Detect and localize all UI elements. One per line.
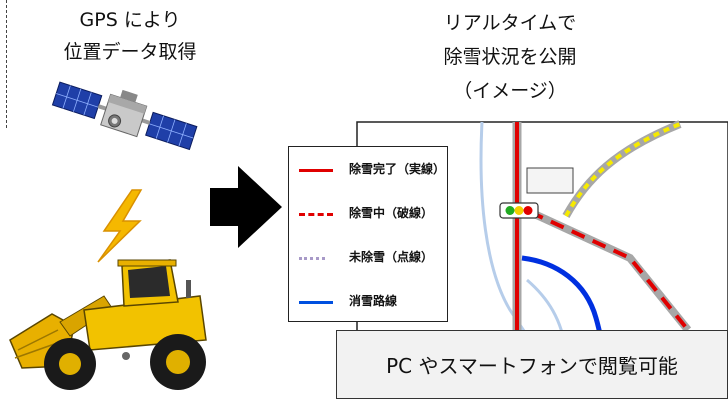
- wheel-loader-icon: [9, 259, 207, 390]
- legend-label: 消雪路線: [349, 294, 398, 308]
- realtime-caption-line2: 除雪状況を公開: [443, 46, 577, 68]
- legend-item-not-cleared: 未除雪（点線）: [289, 247, 447, 269]
- legend-label: 除雪完了（実線）: [349, 162, 446, 176]
- gps-caption-line2: 位置データ取得: [63, 41, 197, 63]
- legend-swatch: [299, 257, 325, 260]
- dashed-border: [0, 0, 7, 128]
- legend-swatch: [299, 213, 333, 216]
- legend-swatch: [299, 301, 333, 304]
- gps-caption: GPS により 位置データ取得: [40, 4, 220, 68]
- right-arrow-icon: [210, 166, 282, 248]
- gps-caption-line1: GPS により: [79, 9, 181, 31]
- realtime-caption-line3: （イメージ）: [453, 80, 567, 102]
- viewing-caption-box: PC やスマートフォンで閲覧可能: [336, 330, 728, 399]
- viewing-caption: PC やスマートフォンで閲覧可能: [386, 354, 678, 378]
- traffic-signal-icon: [499, 202, 539, 219]
- satellite-icon: [51, 81, 198, 151]
- legend-item-in-progress: 除雪中（破線）: [289, 203, 447, 225]
- realtime-caption: リアルタイムで 除雪状況を公開 （イメージ）: [400, 6, 620, 108]
- lightning-icon: [97, 189, 143, 263]
- legend-item-completed: 除雪完了（実線）: [289, 159, 447, 181]
- legend: 除雪完了（実線） 除雪中（破線） 未除雪（点線） 消雪路線: [288, 146, 448, 322]
- legend-label: 除雪中（破線）: [349, 206, 434, 220]
- realtime-caption-line1: リアルタイムで: [443, 12, 577, 34]
- legend-item-melting-road: 消雪路線: [289, 291, 447, 313]
- legend-swatch: [299, 169, 333, 172]
- legend-label: 未除雪（点線）: [349, 250, 434, 264]
